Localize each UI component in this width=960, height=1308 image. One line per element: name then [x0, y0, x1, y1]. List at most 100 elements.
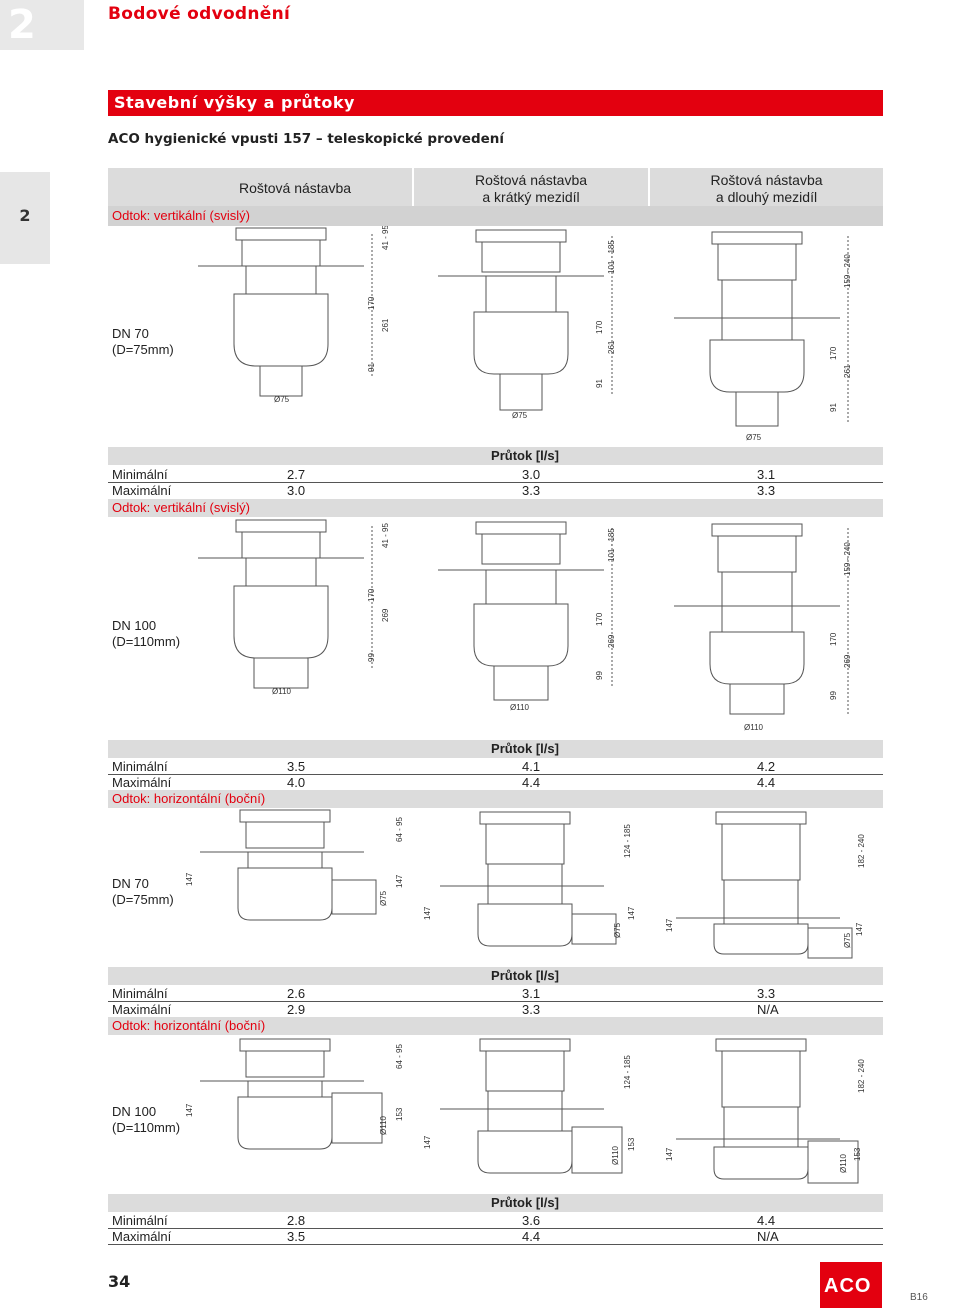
min-1-1: 2.7 — [287, 467, 306, 482]
dim-4-4: 124 - 185 — [623, 1055, 632, 1089]
outlet-label-1: Odtok: vertikální (svislý) — [112, 208, 250, 223]
drawing-horizontal-dn100: 64 - 95 147 153 Ø110 124 - 185 147 153 Ø… — [185, 1038, 866, 1184]
min-label-3: Minimální — [112, 986, 168, 1001]
dim-3-5: 147 — [423, 906, 432, 920]
dim-3-9: 147 — [855, 922, 864, 936]
dim-2-3: 269 — [381, 608, 390, 622]
dim-3-8: 147 — [665, 918, 674, 932]
banner-title: Stavební výšky a průtoky — [114, 93, 355, 112]
dim-2-10: 170 — [829, 632, 838, 646]
flow-title-3: Průtok [l/s] — [491, 968, 559, 983]
dim-2-4: 99 — [367, 653, 376, 662]
dim-2-6: 170 — [595, 612, 604, 626]
diameter-2c: Ø110 — [744, 723, 764, 732]
flow-header-band-4 — [108, 1194, 883, 1212]
chapter-number: 2 — [8, 2, 36, 48]
column-header-1: Roštová nástavba — [238, 180, 352, 196]
dim-1-10: 170 — [829, 346, 838, 360]
drawing-vertical-dn70: 41 - 95 170 261 91 Ø75 101 - 185 170 261… — [198, 226, 852, 442]
min-3-2: 3.1 — [522, 986, 541, 1001]
dn-label-2: DN 100 (D=110mm) — [112, 618, 181, 649]
max-4-2: 4.4 — [522, 1229, 541, 1244]
max-label-1: Maximální — [112, 483, 172, 498]
min-3-3: 3.3 — [757, 986, 776, 1001]
dim-4-1: 64 - 95 — [395, 1044, 404, 1069]
diameter-3a: Ø75 — [379, 890, 388, 906]
min-2-2: 4.1 — [522, 759, 541, 774]
dim-4-7: 182 - 240 — [857, 1059, 866, 1093]
diameter-4a: Ø110 — [379, 1115, 388, 1135]
max-3-2: 3.3 — [522, 1002, 541, 1017]
dn-label-1: DN 70 (D=75mm) — [112, 326, 174, 357]
dim-3-4: 124 - 185 — [623, 824, 632, 858]
max-3-3: N/A — [757, 1002, 779, 1017]
min-label-2: Minimální — [112, 759, 168, 774]
min-label-1: Minimální — [112, 467, 168, 482]
dim-4-2: 147 — [185, 1103, 194, 1117]
dim-1-7: 261 — [607, 340, 616, 354]
min-2-1: 3.5 — [287, 759, 306, 774]
diameter-4c: Ø110 — [839, 1153, 848, 1173]
min-1-3: 3.1 — [757, 467, 776, 482]
dim-1-9: 159 - 240 — [843, 254, 852, 288]
side-tab-label: 2 — [19, 206, 31, 225]
min-2-3: 4.2 — [757, 759, 776, 774]
dim-1-6: 170 — [595, 320, 604, 334]
min-4-3: 4.4 — [757, 1213, 776, 1228]
diameter-2b: Ø110 — [510, 703, 530, 712]
drawing-vertical-dn100: 41 - 95 170 269 99 Ø110 101 - 185 170 26… — [198, 519, 852, 732]
diameter-1b: Ø75 — [512, 411, 528, 420]
flow-title-1: Průtok [l/s] — [491, 448, 559, 463]
diameter-3c: Ø75 — [843, 932, 852, 948]
dim-2-5: 101 - 185 — [607, 528, 616, 562]
max-4-1: 3.5 — [287, 1229, 306, 1244]
dim-2-8: 99 — [595, 671, 604, 680]
max-1-1: 3.0 — [287, 483, 306, 498]
dim-4-9: 153 — [853, 1147, 862, 1161]
outlet-band-2 — [108, 499, 883, 517]
dn-label-3: DN 70 (D=75mm) — [112, 876, 174, 907]
chapter-box — [0, 0, 84, 50]
section-banner: Stavební výšky a průtoky — [108, 90, 883, 116]
aco-logo: ACO — [820, 1262, 882, 1308]
side-tab: 2 — [0, 172, 50, 264]
dim-2-1: 41 - 95 — [381, 523, 390, 548]
dim-1-2: 170 — [367, 296, 376, 310]
max-label-2: Maximální — [112, 775, 172, 790]
dim-4-5: 147 — [423, 1135, 432, 1149]
dim-2-2: 170 — [367, 588, 376, 602]
max-3-1: 2.9 — [287, 1002, 306, 1017]
dn-label-4: DN 100 (D=110mm) — [112, 1104, 181, 1135]
dim-2-12: 99 — [829, 691, 838, 700]
min-label-4: Minimální — [112, 1213, 168, 1228]
diameter-1a: Ø75 — [274, 395, 290, 404]
dim-2-11: 269 — [843, 654, 852, 668]
outlet-band-3 — [108, 790, 883, 808]
max-1-3: 3.3 — [757, 483, 776, 498]
dim-2-9: 159 - 240 — [843, 542, 852, 576]
max-label-3: Maximální — [112, 1002, 172, 1017]
max-4-3: N/A — [757, 1229, 779, 1244]
diameter-4b: Ø110 — [611, 1145, 620, 1165]
page-heading: Bodové odvodnění — [108, 4, 291, 24]
min-4-2: 3.6 — [522, 1213, 541, 1228]
drain-sketch-1 — [198, 227, 373, 397]
page-number: 34 — [108, 1272, 131, 1291]
outlet-band-4 — [108, 1017, 883, 1035]
max-2-3: 4.4 — [757, 775, 776, 790]
logo-text: ACO — [824, 1275, 872, 1297]
product-subtitle: ACO hygienické vpusti 157 – teleskopické… — [108, 131, 505, 147]
dim-1-3: 261 — [381, 318, 390, 332]
flow-title-4: Průtok [l/s] — [491, 1195, 559, 1210]
outlet-band-1 — [108, 206, 883, 226]
dim-4-6: 153 — [627, 1137, 636, 1151]
dim-3-7: 182 - 240 — [857, 834, 866, 868]
min-3-1: 2.6 — [287, 986, 306, 1001]
min-1-2: 3.0 — [522, 467, 541, 482]
dim-3-3: 147 — [395, 874, 404, 888]
max-2-2: 4.4 — [522, 775, 541, 790]
diameter-1c: Ø75 — [746, 433, 762, 442]
dim-1-5: 101 - 185 — [607, 240, 616, 274]
column-header-2: Roštová nástavba a krátký mezidíl — [474, 172, 588, 205]
column-header-3: Roštová nástavba a dlouhý mezidíl — [710, 172, 823, 205]
